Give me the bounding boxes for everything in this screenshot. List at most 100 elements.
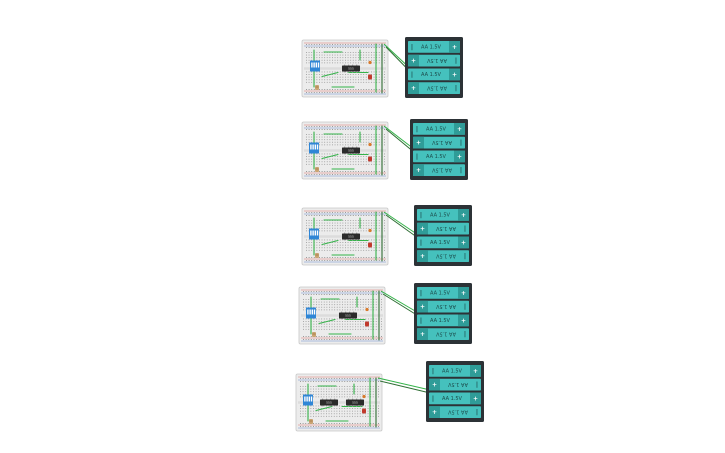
breadboard[interactable]: 555 bbox=[301, 39, 389, 98]
minus-terminal-icon: | bbox=[420, 239, 422, 246]
battery-cell-label: AA 1.5V bbox=[435, 330, 456, 336]
battery-cell-label: AA 1.5V bbox=[421, 45, 442, 51]
battery-cell-label: AA 1.5V bbox=[426, 127, 447, 133]
plus-terminal-icon: + bbox=[432, 382, 437, 389]
battery-cell: AA 1.5V+| bbox=[408, 68, 460, 81]
breadboard[interactable]: 555 bbox=[301, 207, 389, 266]
battery-cell: AA 1.5V+| bbox=[417, 314, 469, 327]
resistor[interactable] bbox=[312, 332, 316, 337]
jumper-wires[interactable] bbox=[310, 290, 380, 341]
battery-cell: AA 1.5V+| bbox=[429, 392, 481, 405]
minus-terminal-icon: | bbox=[455, 85, 457, 92]
breadboard[interactable]: 555 bbox=[301, 121, 389, 180]
ic-chip[interactable]: 555 bbox=[342, 64, 360, 73]
minus-terminal-icon: | bbox=[432, 368, 434, 375]
battery-lead-negative[interactable] bbox=[385, 46, 408, 69]
hole-grid bbox=[306, 126, 385, 175]
battery-cell: AA 1.5V + | bbox=[429, 378, 481, 391]
battery-leads[interactable] bbox=[377, 377, 429, 393]
battery-lead-negative[interactable] bbox=[385, 214, 417, 237]
ic-chip-label: 555 bbox=[348, 235, 354, 239]
minus-terminal-icon: | bbox=[464, 253, 466, 260]
breadboard[interactable]: 555 bbox=[298, 286, 386, 345]
minus-terminal-icon: | bbox=[411, 71, 413, 78]
capacitor[interactable] bbox=[365, 307, 369, 312]
battery-cell-label: AA 1.5V bbox=[435, 252, 456, 258]
ic-chip[interactable]: 555 bbox=[342, 146, 360, 155]
capacitor[interactable] bbox=[362, 394, 366, 399]
dip-switch[interactable] bbox=[309, 142, 319, 154]
battery-pack[interactable]: AA 1.5V+|AA 1.5V+|AA 1.5V+|AA 1.5V+| bbox=[410, 119, 468, 180]
ic-chip-label: 555 bbox=[326, 401, 332, 405]
ic-chip[interactable]: 555 bbox=[339, 311, 357, 320]
plus-terminal-icon: + bbox=[416, 167, 421, 174]
ic-chip[interactable]: 555 bbox=[320, 398, 338, 407]
battery-cell: AA 1.5V+| bbox=[417, 287, 469, 299]
battery-cell: AA 1.5V+| bbox=[417, 236, 469, 249]
hole-grid bbox=[303, 291, 382, 340]
battery-cell: AA 1.5V+| bbox=[417, 300, 469, 313]
battery-cell-label: AA 1.5V bbox=[447, 381, 468, 387]
jumper-wire[interactable] bbox=[321, 153, 339, 160]
battery-leads[interactable] bbox=[383, 211, 417, 237]
battery-leads[interactable] bbox=[383, 125, 413, 151]
resistor[interactable] bbox=[315, 167, 319, 172]
plus-terminal-icon: + bbox=[473, 395, 478, 402]
jumper-wire[interactable] bbox=[321, 239, 339, 246]
breadboard[interactable]: 555 555 bbox=[295, 373, 383, 432]
capacitor[interactable] bbox=[368, 142, 372, 147]
battery-cell-label: AA 1.5V bbox=[435, 225, 456, 231]
resistor[interactable] bbox=[309, 419, 313, 424]
led[interactable] bbox=[368, 156, 372, 162]
plus-terminal-icon: + bbox=[452, 71, 457, 78]
battery-lead-negative[interactable] bbox=[382, 293, 417, 315]
battery-pack[interactable]: AA 1.5V+|AA 1.5V+|AA 1.5V+|AA 1.5V+| bbox=[426, 361, 484, 422]
battery-lead-positive[interactable] bbox=[383, 211, 417, 234]
ic-chip[interactable]: 555 bbox=[342, 232, 360, 241]
led[interactable] bbox=[362, 408, 366, 414]
jumper-wires[interactable] bbox=[313, 211, 383, 262]
dip-switch[interactable] bbox=[309, 228, 319, 240]
jumper-wire[interactable] bbox=[321, 71, 339, 78]
jumper-wire[interactable] bbox=[318, 318, 336, 325]
battery-cell: AA 1.5V+| bbox=[408, 54, 460, 67]
dip-switch[interactable] bbox=[306, 307, 316, 319]
battery-cell-label: AA 1.5V bbox=[442, 396, 463, 402]
resistor[interactable] bbox=[315, 85, 319, 90]
jumper-wire[interactable] bbox=[315, 405, 333, 412]
plus-terminal-icon: + bbox=[420, 253, 425, 260]
battery-lead-negative[interactable] bbox=[385, 128, 413, 151]
battery-lead-positive[interactable] bbox=[380, 290, 417, 312]
led[interactable] bbox=[365, 321, 369, 327]
battery-lead-negative[interactable] bbox=[379, 380, 429, 393]
minus-terminal-icon: | bbox=[476, 382, 478, 389]
battery-pack[interactable]: AA 1.5V+|AA 1.5V+|AA 1.5V+|AA 1.5V+| bbox=[414, 205, 472, 266]
resistor[interactable] bbox=[315, 253, 319, 258]
battery-lead-positive[interactable] bbox=[383, 43, 408, 66]
capacitor[interactable] bbox=[368, 228, 372, 233]
battery-pack[interactable]: AA 1.5V+|AA 1.5V+|AA 1.5V+|AA 1.5V+| bbox=[405, 37, 463, 98]
minus-terminal-icon: | bbox=[411, 44, 413, 51]
plus-terminal-icon: + bbox=[461, 317, 466, 324]
battery-cell-label: AA 1.5V bbox=[430, 318, 451, 324]
battery-pack[interactable]: AA 1.5V+|AA 1.5V+|AA 1.5V+|AA 1.5V+| bbox=[414, 283, 472, 344]
dip-switch[interactable] bbox=[303, 394, 313, 406]
battery-leads[interactable] bbox=[380, 290, 417, 315]
capacitor[interactable] bbox=[368, 60, 372, 65]
minus-terminal-icon: | bbox=[416, 153, 418, 160]
led[interactable] bbox=[368, 74, 372, 80]
battery-cell-label: AA 1.5V bbox=[447, 408, 468, 414]
plus-terminal-icon: + bbox=[461, 239, 466, 246]
battery-lead-positive[interactable] bbox=[383, 125, 413, 148]
plus-terminal-icon: + bbox=[416, 140, 421, 147]
led[interactable] bbox=[368, 242, 372, 248]
ic-chip[interactable]: 555 bbox=[346, 398, 364, 407]
plus-terminal-icon: + bbox=[457, 126, 462, 133]
center-channel bbox=[298, 401, 380, 404]
battery-lead-positive[interactable] bbox=[377, 377, 429, 390]
battery-leads[interactable] bbox=[383, 43, 408, 69]
dip-switch[interactable] bbox=[310, 60, 320, 72]
battery-cell: AA 1.5V+| bbox=[408, 41, 460, 53]
